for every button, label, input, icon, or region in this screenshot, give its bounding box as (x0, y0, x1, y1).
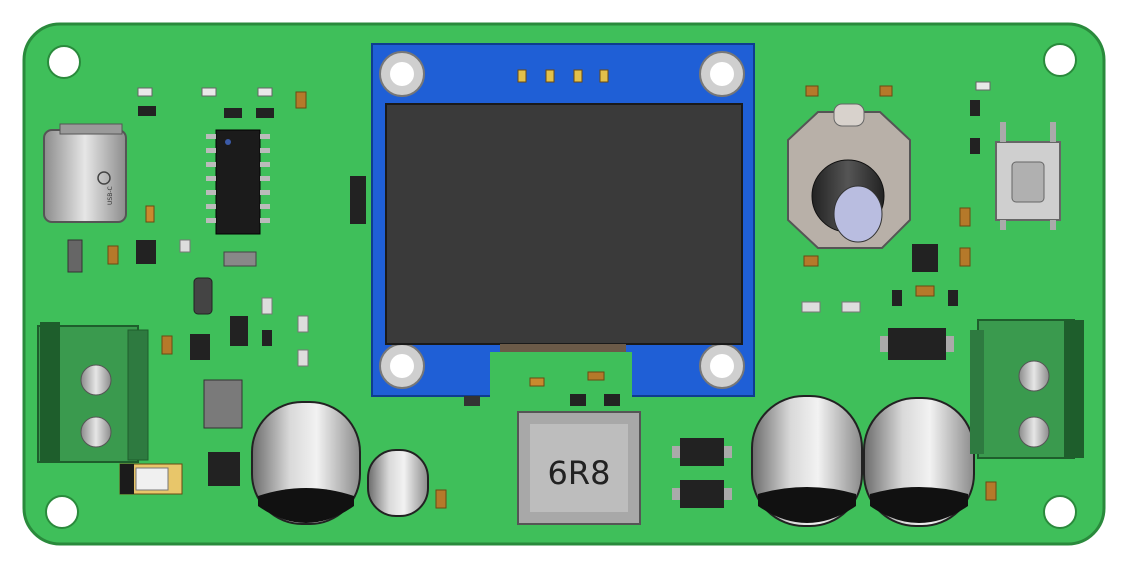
tactile-push-button[interactable] (995, 122, 1061, 230)
screw-terminal-left[interactable] (37, 322, 149, 463)
soic-ic-left (206, 129, 270, 235)
fuse (119, 463, 183, 495)
screw-terminal-right[interactable] (970, 319, 1084, 459)
mosfet-left (208, 452, 240, 486)
mounting-holes (45, 43, 1077, 529)
diodes (672, 438, 732, 508)
screw-icon (80, 364, 112, 396)
display-screen (385, 103, 743, 345)
screw-icon (1018, 360, 1050, 392)
capacitor-right-2 (863, 397, 975, 527)
smd-components-right (801, 81, 991, 360)
capacitor-small (367, 449, 429, 517)
oled-display-module (371, 43, 755, 397)
inductor-small-left (203, 379, 243, 429)
display-header-pins (517, 69, 609, 83)
inductor-label: 6R8 (548, 454, 611, 492)
smd-tantalum-right (985, 481, 997, 501)
screw-icon (80, 416, 112, 448)
usb-port-marking: USB-C (107, 186, 114, 205)
rotary-encoder[interactable] (787, 103, 911, 249)
smd-tantalum (435, 489, 447, 509)
capacitor-right-1 (751, 395, 863, 527)
power-inductor: 6R8 (517, 411, 641, 525)
capacitor-left-large (251, 401, 361, 525)
screw-icon (1018, 416, 1050, 448)
smd-components-left (67, 87, 366, 367)
usb-c-connector[interactable]: USB-C (43, 123, 127, 223)
